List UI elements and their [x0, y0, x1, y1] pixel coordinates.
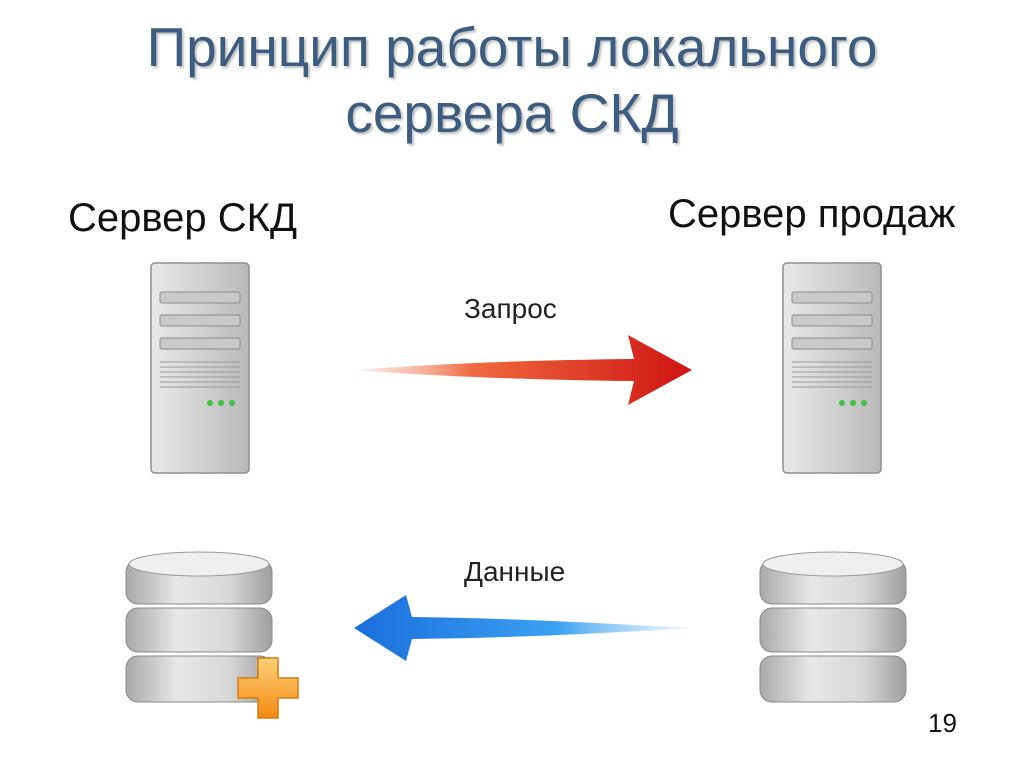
page-number: 19: [928, 708, 957, 738]
left-server-tower-icon: [150, 262, 250, 474]
request-label: Запрос: [464, 293, 557, 324]
title-line-2: сервера СКД: [345, 82, 679, 144]
left-database-icon: [125, 551, 273, 703]
right-server-label: Сервер продаж: [668, 192, 956, 236]
data-label: Данные: [464, 556, 566, 587]
plus-badge-icon: [237, 657, 299, 719]
right-server-tower-icon: [782, 262, 882, 474]
left-server-label: Сервер СКД: [68, 196, 298, 240]
title-line-1: Принцип работы локального: [146, 16, 878, 78]
right-database-icon: [759, 551, 907, 703]
request-arrow-right-icon: [354, 335, 692, 405]
data-arrow-left-icon: [354, 595, 692, 661]
page-title: Принцип работы локального сервера СКД: [0, 14, 1024, 146]
